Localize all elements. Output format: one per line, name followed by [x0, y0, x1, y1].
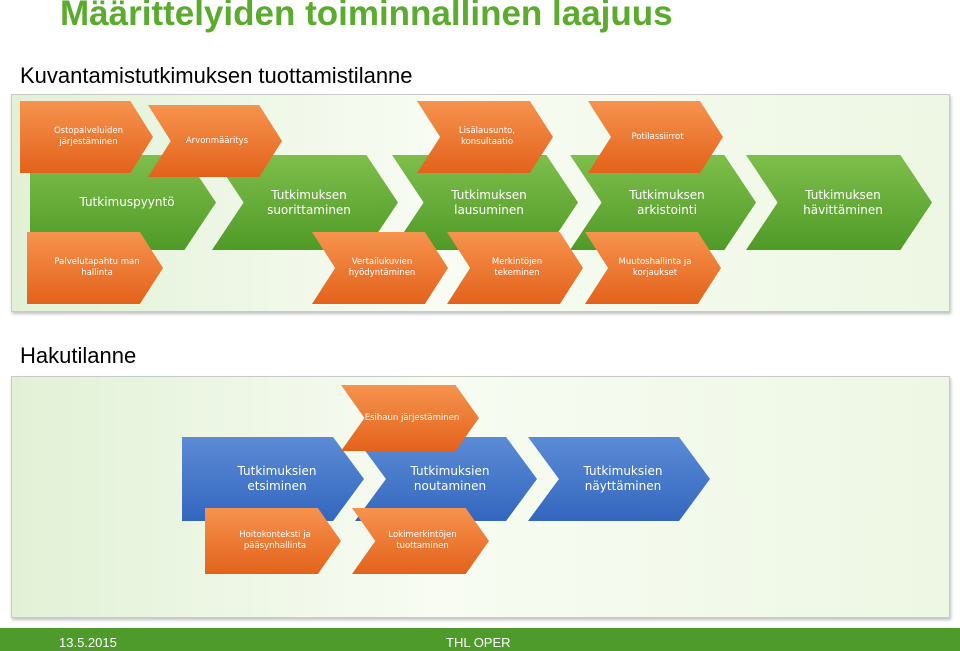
- support-step-merkintojen-tekeminen: Merkintöjen tekeminen: [447, 232, 583, 304]
- footer-date: 13.5.2015: [59, 635, 117, 650]
- footer-organization: THL OPER: [446, 635, 511, 650]
- search-step-tutkimuksien-etsiminen: Tutkimuksien etsiminen: [182, 437, 364, 521]
- page-title: Määrittelyiden toiminnallinen laajuus: [60, 0, 673, 33]
- production-section-heading: Kuvantamistutkimuksen tuottamistilanne: [20, 63, 413, 88]
- support-step-palvelutapahtuman-hallinta: Palvelutapahtu man hallinta: [27, 232, 163, 304]
- footer-bar: 13.5.2015 THL OPER: [0, 628, 960, 651]
- support-step-ostopalveluiden-jarjestaminen: Ostopalveluiden järjestäminen: [20, 101, 153, 173]
- search-support-hoitokonteksti-ja-paasynhallinta: Hoitokonteksti ja pääsynhallinta: [205, 508, 341, 574]
- search-section-heading: Hakutilanne: [20, 343, 137, 368]
